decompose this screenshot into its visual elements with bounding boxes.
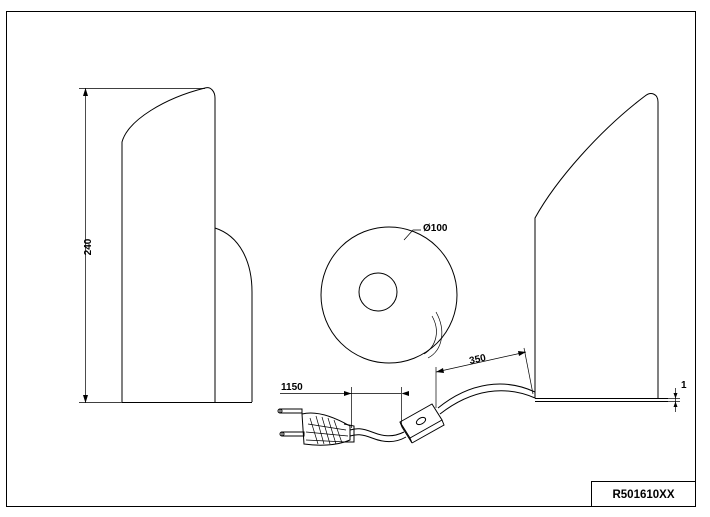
base-thickness-dimension: 1 xyxy=(668,380,687,412)
height-label: 240 xyxy=(83,238,94,255)
product-code: R501610XX xyxy=(612,489,674,501)
cable-length-350-label: 350 xyxy=(468,353,487,367)
lamp-front-view xyxy=(534,93,668,402)
cable-length-1150-label: 1150 xyxy=(281,382,303,393)
height-dimension: 240 xyxy=(79,88,205,403)
base-thickness-label: 1 xyxy=(681,380,687,391)
lamp-top-view: Ø100 xyxy=(320,223,458,364)
diameter-label: Ø100 xyxy=(423,223,448,234)
cable-length-1150-dimension: 1150 xyxy=(280,382,409,428)
sheet-frame xyxy=(6,11,696,507)
inline-switch-icon xyxy=(399,403,445,444)
cable-length-350-dimension: 350 xyxy=(435,347,534,408)
title-block: R501610XX xyxy=(591,481,696,507)
euro-plug-icon xyxy=(277,408,355,446)
power-cord xyxy=(349,383,536,443)
lamp-side-view xyxy=(121,87,253,403)
